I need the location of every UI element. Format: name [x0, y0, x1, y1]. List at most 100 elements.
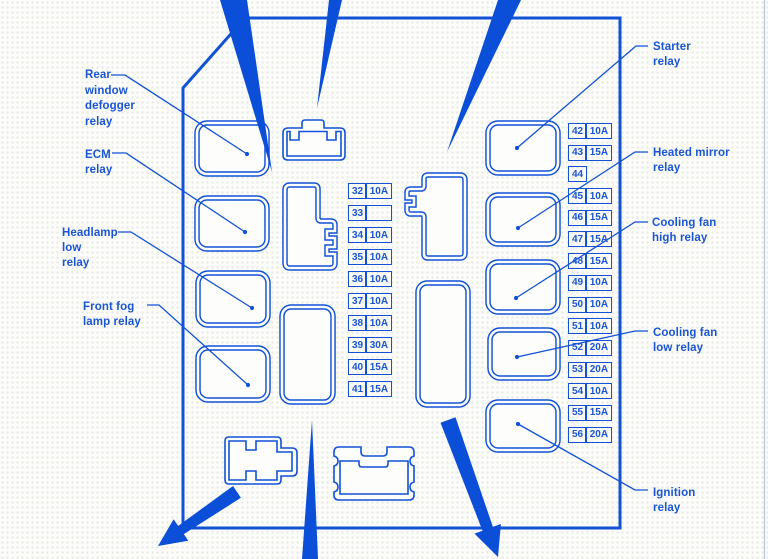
label-front-fog-lamp-relay: Front fog lamp relay — [83, 300, 141, 330]
fuse-amperage: 20A — [585, 339, 613, 356]
label-cooling-fan-low-relay: Cooling fan low relay — [653, 326, 717, 356]
fuse-number: 46 — [568, 209, 587, 226]
pointer-arrow-bottom-left — [158, 486, 241, 546]
label-line: Front fog — [83, 301, 135, 313]
fuse-number: 50 — [568, 296, 587, 313]
fuse-amperage: 30A — [365, 337, 393, 353]
socket-keyed-right — [404, 172, 468, 261]
fuse-number: 39 — [348, 337, 367, 353]
fuse-number: 53 — [568, 361, 587, 378]
relay-heated-mirror — [485, 192, 561, 247]
fuse-number: 47 — [568, 231, 587, 248]
label-line: Starter — [653, 41, 691, 53]
label-line: defogger — [85, 100, 135, 113]
pointer-arrow-top-left — [220, 0, 272, 172]
label-line: high relay — [652, 232, 708, 244]
leader-ignition — [515, 421, 648, 491]
label-line: low relay — [653, 342, 704, 354]
label-line: Cooling fan — [652, 217, 717, 229]
fuse-amperage: 10A — [585, 318, 613, 335]
fuse-number: 45 — [568, 188, 587, 205]
label-line: Headlamp — [62, 227, 118, 239]
label-ignition-relay: Ignition relay — [653, 486, 695, 516]
fuse-number: 44 — [568, 166, 587, 183]
label-starter-relay: Starter relay — [653, 40, 691, 70]
fuse-amperage: 10A — [585, 123, 613, 139]
label-line: ECM — [85, 149, 111, 161]
fuse-amperage: 10A — [365, 315, 393, 331]
leader-cooling-fan-low — [514, 330, 648, 360]
label-line: Ignition — [653, 487, 696, 499]
fuse-number: 40 — [348, 359, 367, 375]
relay-starter — [485, 120, 561, 176]
fuse-number: 34 — [348, 227, 367, 243]
relay-ignition — [485, 399, 561, 453]
fuse-amperage: 15A — [365, 381, 393, 397]
fuse-amperage: 15A — [585, 209, 613, 226]
fuse-amperage: 15A — [585, 404, 613, 421]
label-line: relay — [62, 257, 90, 269]
fuse-amperage: 10A — [365, 271, 393, 287]
leader-ecm — [112, 152, 248, 235]
label-heated-mirror-relay: Heated mirror relay — [653, 146, 730, 176]
connector-bottom-left — [224, 436, 298, 485]
leader-front-fog — [147, 304, 251, 388]
leader-cooling-fan-high — [513, 221, 648, 301]
fuse-number: 51 — [568, 318, 587, 335]
fuse-amperage: 15A — [585, 253, 613, 270]
fuse-amperage — [365, 205, 393, 221]
label-line: Heated mirror — [653, 147, 730, 159]
socket-keyed-left — [282, 182, 338, 271]
fuse-number: 49 — [568, 274, 587, 291]
leader-headlamp-low — [118, 231, 255, 311]
fuse-number: 33 — [348, 205, 367, 221]
fuse-number: 36 — [348, 271, 367, 287]
label-line: window — [85, 84, 128, 97]
socket-center-left — [279, 304, 336, 405]
label-line: lamp relay — [83, 316, 141, 328]
fuse-number: 52 — [568, 339, 587, 356]
fuse-number: 38 — [348, 315, 367, 331]
pointer-arrow-bottom-center — [302, 420, 318, 559]
relay-cooling-fan-high — [485, 259, 561, 315]
label-line: Cooling fan — [653, 327, 718, 339]
leader-heated-mirror — [515, 151, 648, 231]
fuse-amperage: 10A — [365, 183, 393, 199]
fuse-amperage: 15A — [585, 144, 613, 161]
relay-headlamp-low — [195, 270, 271, 328]
label-line: low — [62, 242, 82, 254]
fuse-amperage: 10A — [585, 383, 613, 400]
leader-starter — [514, 45, 648, 151]
label-rear-window-defogger-relay: Rear window defogger relay — [85, 68, 135, 131]
fuse-amperage: 20A — [585, 426, 613, 443]
fuse-amperage: 10A — [365, 293, 393, 309]
label-line: relay — [653, 162, 681, 174]
label-line: relay — [653, 56, 681, 68]
fuse-amperage: 10A — [585, 274, 613, 291]
fuse-amperage: 10A — [365, 227, 393, 243]
socket-center-right — [415, 280, 471, 408]
connector-top — [282, 119, 346, 161]
fuse-number: 43 — [568, 144, 587, 161]
